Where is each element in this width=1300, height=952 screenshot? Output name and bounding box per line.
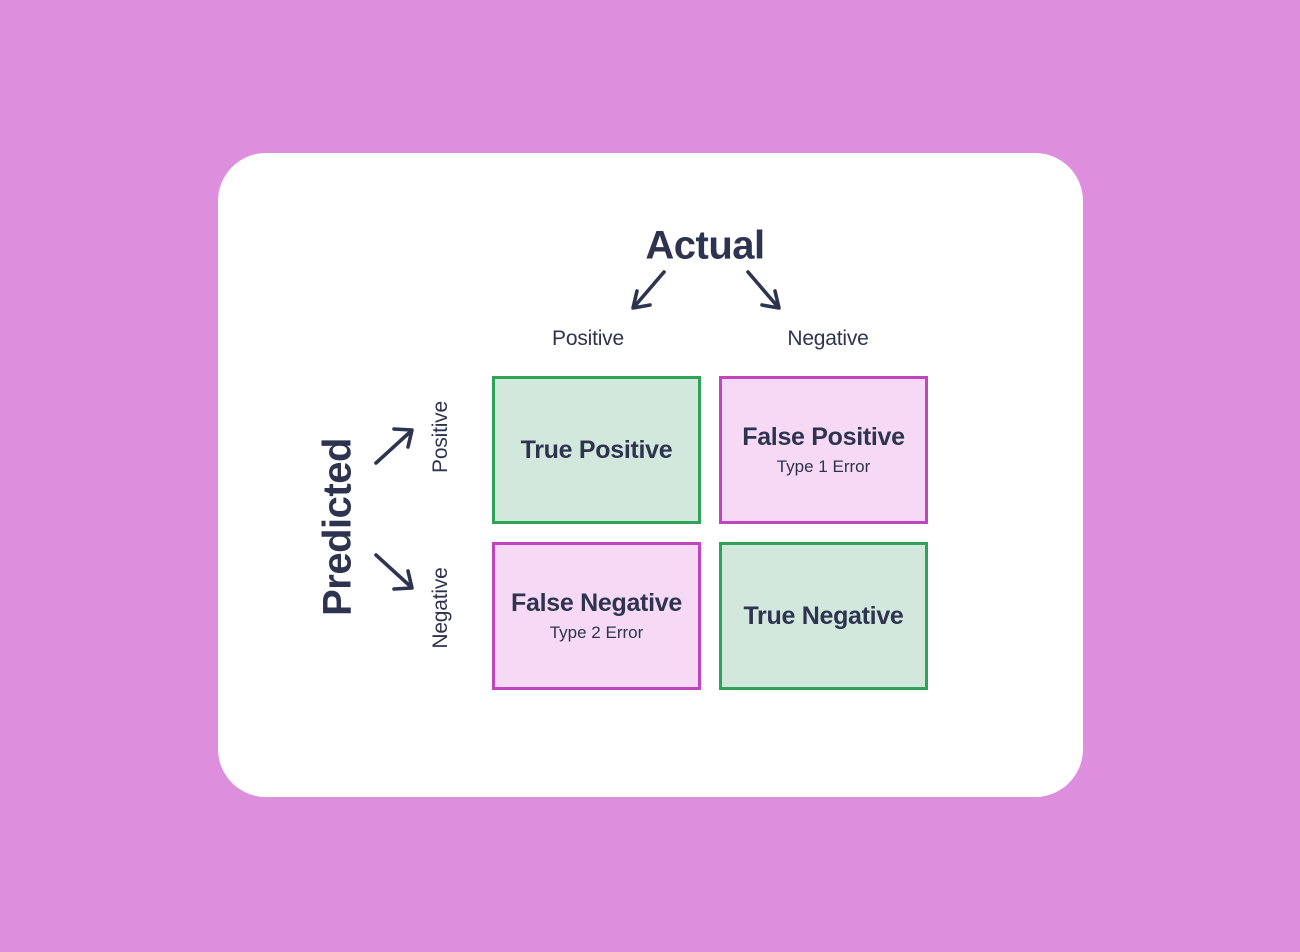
cell-true-positive: True Positive: [492, 376, 701, 524]
actual-to-negative-arrow-icon: [746, 270, 781, 310]
predicted-to-negative-arrow-icon: [374, 553, 414, 591]
actual-to-positive-arrow-icon: [631, 270, 666, 310]
predicted-row-label-negative: Negative: [429, 567, 452, 649]
cell-true-negative: True Negative: [719, 542, 928, 690]
cell-label: False Positive: [742, 423, 905, 451]
actual-axis-title: Actual: [645, 223, 765, 268]
cell-label: True Negative: [743, 601, 904, 630]
predicted-to-positive-arrow-icon: [374, 427, 414, 465]
actual-column-label-negative: Negative: [787, 327, 869, 350]
predicted-row-label-positive: Positive: [429, 401, 452, 473]
cell-false-negative: False Negative Type 2 Error: [492, 542, 701, 690]
predicted-axis-title: Predicted: [315, 438, 360, 616]
cell-sublabel: Type 2 Error: [549, 623, 644, 642]
actual-column-label-positive: Positive: [552, 327, 624, 350]
cell-sublabel: Type 1 Error: [776, 457, 871, 476]
cell-label: True Positive: [520, 435, 673, 464]
cell-false-positive: False Positive Type 1 Error: [719, 376, 928, 524]
cell-label: False Negative: [511, 589, 682, 617]
